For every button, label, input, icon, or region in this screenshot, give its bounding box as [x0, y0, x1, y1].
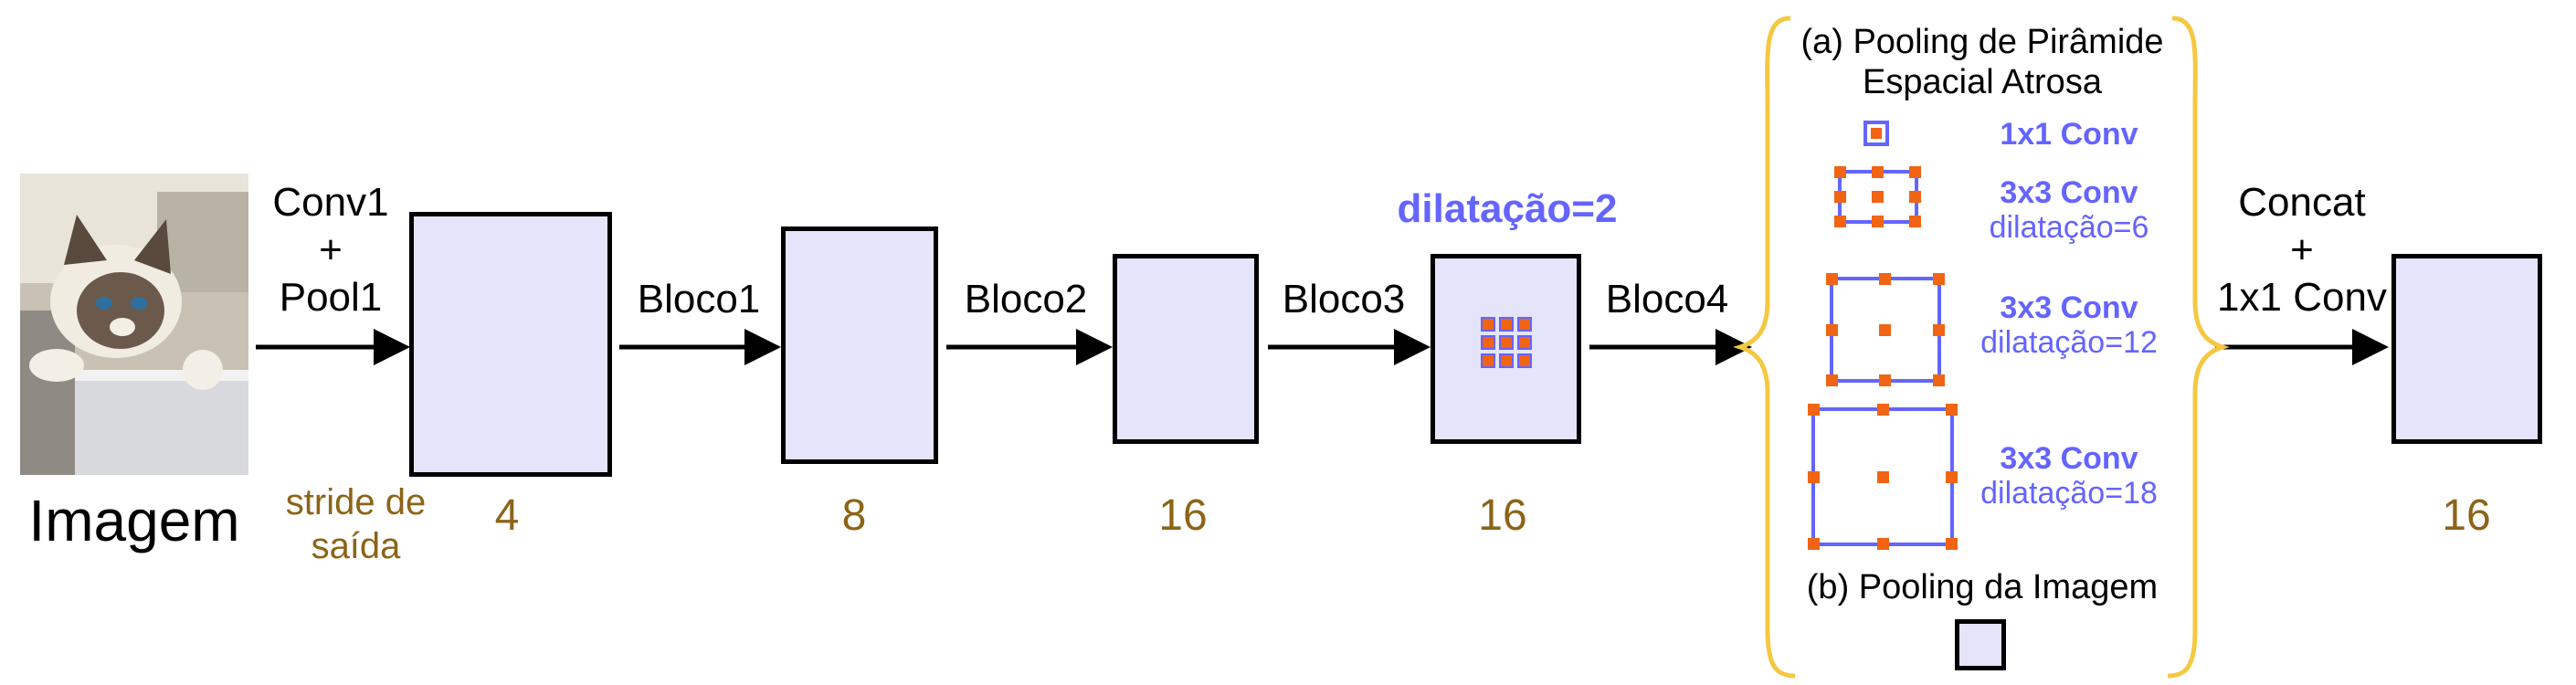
- left-brace: [1733, 16, 1796, 679]
- concat-label: Concat + 1x1 Conv: [2188, 179, 2416, 321]
- aspp-title-line2: Espacial Atrosa: [1863, 62, 2102, 101]
- stride-value-16-c: 16: [2442, 491, 2491, 540]
- feature-map-stride-8: [781, 227, 938, 464]
- aspp-conv-1x1-label: 1x1 Conv: [2000, 117, 2138, 152]
- feature-map-stride-4: [409, 212, 612, 477]
- bloco1-label: Bloco1: [637, 277, 761, 321]
- conv1-label-line3: Pool1: [279, 274, 383, 320]
- concat-label-line1: Concat: [2238, 180, 2366, 225]
- aspp-conv-rate6-dilation: dilatação=6: [1989, 210, 2149, 246]
- bloco2-label: Bloco2: [964, 277, 1088, 321]
- dilation-2-label: dilatação=2: [1397, 186, 1618, 231]
- stride-value-8: 8: [841, 491, 867, 540]
- aspp-conv-rate18-name: 3x3 Conv: [2000, 441, 2138, 476]
- kernel-3x3-rate-6: [1834, 166, 1921, 227]
- bloco4-label: Bloco4: [1605, 277, 1729, 321]
- kernel-dilation-2: [1481, 317, 1532, 368]
- right-brace: [2167, 16, 2230, 679]
- stride-value-4: 4: [494, 491, 520, 540]
- stride-label-line1: stride de: [285, 482, 427, 522]
- conv1-label-line2: +: [319, 227, 343, 272]
- conv1-label-line1: Conv1: [272, 180, 389, 225]
- aspp-title: (a) Pooling de Pirâmide Espacial Atrosa: [1768, 23, 2197, 102]
- aspp-conv-rate6: 3x3 Conv dilatação=6: [1950, 175, 2188, 245]
- concat-label-line2: +: [2290, 227, 2314, 272]
- kernel-3x3-rate-18: [1808, 404, 1958, 550]
- aspp-conv-rate18: 3x3 Conv dilatação=18: [1950, 441, 2188, 511]
- stride-value-16-b: 16: [1478, 491, 1527, 540]
- stride-label: stride de saída: [267, 480, 445, 568]
- conv1-pool1-label: Conv1 + Pool1: [248, 179, 413, 321]
- aspp-conv-rate18-dilation: dilatação=18: [1980, 476, 2158, 511]
- stride-label-line2: saída: [311, 526, 401, 566]
- aspp-title-line1: (a) Pooling de Pirâmide: [1800, 23, 2164, 61]
- input-image-label: Imagem: [28, 488, 240, 553]
- cat-photo: [20, 174, 248, 475]
- bloco3-label: Bloco3: [1282, 277, 1406, 321]
- aspp-conv-rate12: 3x3 Conv dilatação=12: [1950, 290, 2188, 360]
- image-pooling-box: [1955, 619, 2006, 670]
- aspp-conv-rate12-dilation: dilatação=12: [1980, 325, 2158, 361]
- feature-map-stride-16-a: [1113, 254, 1259, 444]
- aspp-conv-rate6-name: 3x3 Conv: [2000, 175, 2138, 210]
- output-feature-map: [2391, 254, 2542, 444]
- kernel-3x3-rate-12: [1826, 273, 1945, 386]
- stride-value-16-a: 16: [1158, 491, 1208, 540]
- aspp-conv-rate12-name: 3x3 Conv: [2000, 290, 2138, 325]
- concat-label-line3: 1x1 Conv: [2217, 274, 2387, 320]
- image-pooling-label: (b) Pooling da Imagem: [1806, 568, 2159, 606]
- kernel-1x1: [1863, 121, 1889, 146]
